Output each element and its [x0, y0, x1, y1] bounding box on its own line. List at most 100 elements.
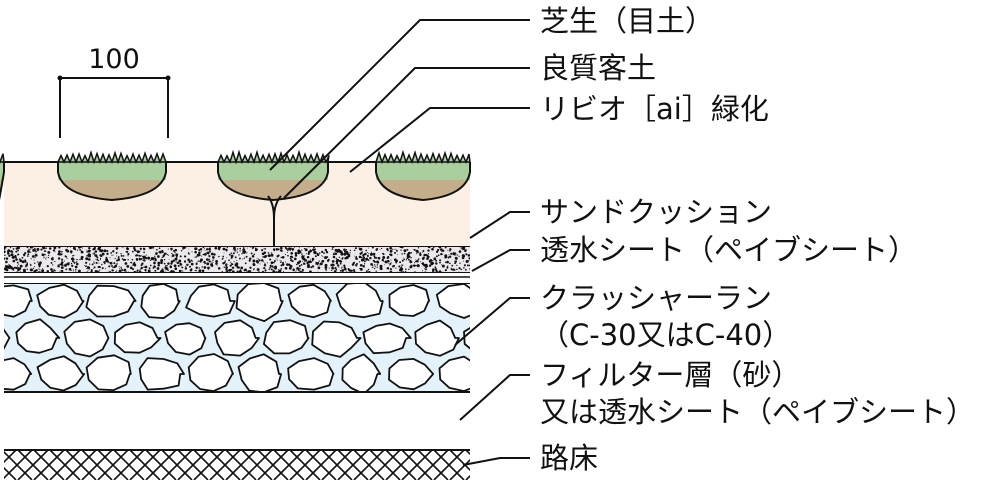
sand-grain — [304, 259, 308, 262]
sand-grain — [270, 263, 272, 265]
sand-grain — [280, 247, 282, 249]
sand-grain — [336, 264, 340, 267]
sand-grain — [101, 267, 104, 270]
sand-grain — [69, 250, 73, 253]
sand-grain — [360, 258, 364, 262]
sand-grain — [319, 263, 321, 265]
sand-grain — [435, 262, 438, 265]
sand-grain — [204, 266, 207, 269]
sand-grain — [332, 264, 335, 266]
sand-grain — [61, 258, 64, 261]
sand-grain — [272, 248, 276, 251]
sand-grain — [297, 269, 300, 272]
sand-grain — [72, 247, 76, 250]
sand-grain — [226, 257, 228, 259]
sand-grain — [90, 268, 93, 271]
sand-grain — [364, 252, 367, 256]
sand-grain — [270, 261, 274, 265]
grass-pockets — [0, 149, 471, 202]
sand-grain — [236, 266, 239, 269]
sand-grain — [6, 251, 8, 253]
sand-grain — [124, 262, 128, 265]
hatch-line — [289, 450, 321, 480]
crusher-stone — [341, 353, 382, 392]
sand-grain — [67, 250, 70, 252]
sand-grain — [188, 253, 190, 256]
sand-grain — [464, 249, 467, 253]
sand-grain — [276, 255, 279, 258]
sand-grain — [293, 257, 297, 261]
sand-grain — [289, 264, 292, 267]
sand-grain — [166, 264, 168, 267]
sand-grain — [343, 248, 346, 252]
sand-grain — [34, 253, 38, 257]
sand-grain — [403, 252, 406, 255]
sand-grain — [29, 248, 31, 250]
sand-grain — [376, 260, 379, 264]
sand-grain — [165, 266, 166, 267]
sand-grain — [29, 268, 33, 272]
sand-grain — [144, 265, 148, 269]
sand-grain — [367, 247, 369, 249]
sand-grain — [323, 252, 325, 254]
sand-grain — [47, 250, 50, 254]
sand-grain — [60, 270, 62, 272]
sand-grain — [79, 258, 81, 261]
hatch-line — [337, 450, 369, 480]
sand-grain — [45, 258, 47, 260]
sand-grain — [8, 264, 10, 266]
hatch-line — [401, 450, 433, 480]
sand-grain — [94, 250, 98, 253]
sand-grain — [449, 255, 452, 258]
sand-grain — [246, 247, 248, 249]
sand-grain — [224, 260, 226, 263]
sand-grain — [98, 248, 102, 251]
sand-grain — [317, 266, 321, 270]
sand-grain — [405, 268, 407, 270]
sand-grain — [282, 270, 285, 273]
sand-grain — [261, 249, 264, 252]
sand-grain — [303, 247, 306, 250]
sand-grain — [236, 265, 239, 268]
sand-grain — [448, 254, 450, 256]
sand-grain — [345, 248, 348, 251]
sand-grain — [51, 257, 54, 261]
sand-grain — [465, 268, 467, 271]
sand-grain — [270, 253, 274, 257]
sand-grain — [22, 253, 26, 257]
sand-grain — [382, 253, 385, 256]
sand-grain — [256, 261, 259, 264]
sand-grain — [271, 265, 274, 268]
sand-grain — [456, 253, 458, 255]
sand-grain — [71, 264, 74, 267]
sand-grain — [335, 268, 338, 271]
sand-grain — [87, 258, 89, 261]
sand-grain — [296, 263, 298, 266]
crusher-stone — [63, 318, 110, 358]
sand-grain — [468, 257, 470, 260]
sand-grain — [422, 250, 425, 252]
sand-grain — [456, 255, 458, 256]
sand-grain — [363, 263, 366, 265]
sand-grain — [212, 259, 214, 261]
sand-grain — [205, 252, 207, 254]
sand-grain — [356, 263, 358, 266]
sand-grain — [203, 248, 205, 250]
hatch-line — [49, 450, 81, 480]
hatch-line — [241, 450, 273, 480]
subgrade-layer — [4, 450, 470, 480]
sand-grain — [149, 247, 151, 250]
sand-grain — [284, 254, 286, 256]
sand-grain — [67, 247, 68, 248]
sand-grain — [173, 264, 177, 268]
sand-grain — [260, 259, 264, 262]
sand-grain — [58, 250, 61, 253]
sand-grain — [236, 251, 239, 253]
sand-grain — [258, 259, 261, 262]
crusher-stone — [414, 319, 460, 357]
sand-grain — [188, 248, 190, 250]
sand-grain — [458, 250, 462, 253]
sand-grain — [46, 270, 49, 273]
sand-grain — [154, 255, 156, 257]
sand-grain — [314, 248, 317, 251]
